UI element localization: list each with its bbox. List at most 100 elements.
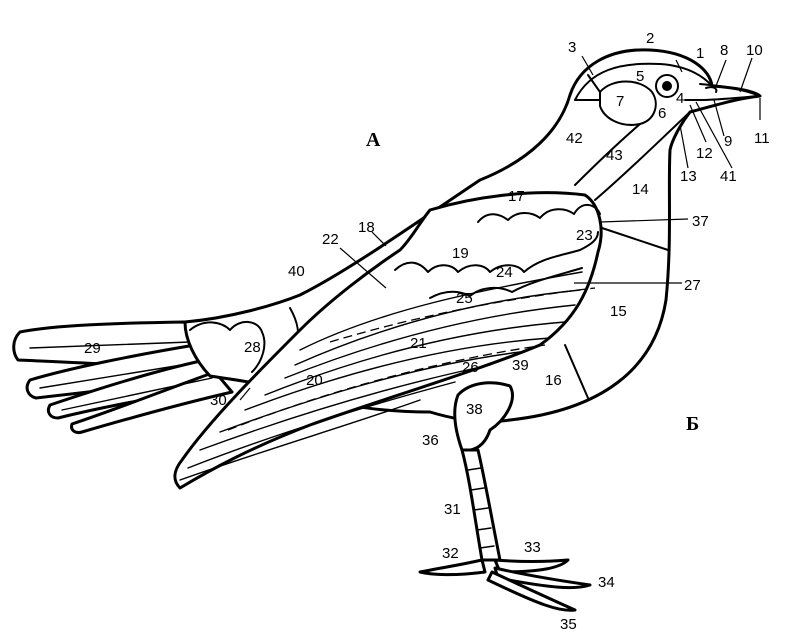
label-18: 18 [358, 219, 375, 236]
scute [467, 467, 482, 471]
label-42: 42 [566, 130, 583, 147]
occiput-line [587, 74, 601, 93]
remex [179, 399, 421, 481]
panel-label-a: А [366, 129, 381, 151]
label-8: 8 [720, 42, 728, 59]
part-number-labels: 1 2 3 4 5 6 7 8 9 10 11 12 13 14 15 16 1… [84, 30, 770, 633]
label-14: 14 [632, 181, 649, 198]
leader-line [339, 247, 387, 289]
leader-line [679, 124, 689, 169]
label-27: 27 [684, 277, 701, 294]
hind-toe [418, 558, 487, 577]
label-5: 5 [636, 68, 644, 85]
feather-shaft-dashed [329, 287, 596, 343]
scute [479, 545, 495, 549]
eye-pupil [662, 81, 672, 91]
label-10: 10 [746, 42, 763, 59]
label-26: 26 [462, 359, 479, 376]
tail-shaft [39, 361, 201, 389]
nostril [705, 86, 718, 93]
leader-line [695, 101, 733, 169]
scute [473, 507, 489, 511]
remex [187, 381, 456, 469]
label-38: 38 [466, 401, 483, 418]
label-16: 16 [545, 372, 562, 389]
leader-line [239, 387, 251, 401]
wing-outline [173, 191, 603, 490]
cheek-patch [599, 80, 657, 126]
leader-line [713, 99, 725, 137]
head [574, 62, 761, 201]
belly-line [564, 344, 589, 399]
uppertail-coverts [189, 321, 266, 373]
tail-feather [70, 370, 234, 434]
front-toe [486, 570, 577, 612]
label-43: 43 [606, 147, 623, 164]
label-25: 25 [456, 290, 473, 307]
label-6: 6 [658, 105, 666, 122]
panel-label-b: Б [686, 413, 699, 435]
label-17: 17 [508, 188, 525, 205]
covert-scallops [394, 231, 599, 273]
scute [476, 527, 492, 531]
label-19: 19 [452, 245, 469, 262]
label-1: 1 [696, 45, 704, 62]
eye-ring [655, 74, 679, 98]
tail-shaft [61, 377, 213, 411]
label-12: 12 [696, 145, 713, 162]
scapular-scallops [477, 204, 601, 223]
feather-shaft-dashed [227, 344, 546, 431]
breast-line [601, 227, 669, 251]
leader-line [581, 55, 594, 76]
label-40: 40 [288, 263, 305, 280]
crown-line [574, 62, 713, 101]
label-4: 4 [676, 90, 684, 107]
label-32: 32 [442, 545, 459, 562]
label-23: 23 [576, 227, 593, 244]
label-15: 15 [610, 303, 627, 320]
label-21: 21 [410, 335, 427, 352]
front-toe [493, 566, 592, 590]
label-39: 39 [512, 357, 529, 374]
label-28: 28 [244, 339, 261, 356]
leader-line [715, 59, 727, 87]
throat-line [574, 123, 641, 186]
label-31: 31 [444, 501, 461, 518]
remex [284, 304, 576, 379]
thigh [453, 381, 514, 452]
leader-line [689, 104, 707, 143]
scute [470, 487, 485, 491]
label-35: 35 [560, 616, 577, 633]
label-33: 33 [524, 539, 541, 556]
remex [199, 364, 491, 451]
tarsus [460, 448, 502, 562]
label-3: 3 [568, 39, 576, 56]
tail-shaft [29, 341, 191, 349]
label-41: 41 [720, 168, 737, 185]
leader-line [739, 57, 753, 93]
label-34: 34 [598, 574, 615, 591]
front-toe [493, 558, 570, 574]
leg [460, 448, 502, 562]
label-2: 2 [646, 30, 654, 47]
label-30: 30 [210, 392, 227, 409]
beak-upper [699, 83, 761, 101]
remex [299, 271, 583, 351]
remex [244, 337, 551, 411]
label-22: 22 [322, 231, 339, 248]
label-24: 24 [496, 264, 513, 281]
feet [418, 558, 592, 612]
label-36: 36 [422, 432, 439, 449]
chin-line [594, 111, 691, 201]
label-7: 7 [616, 93, 624, 110]
leader-line [599, 218, 689, 223]
label-9: 9 [724, 133, 732, 150]
leader-line [371, 231, 387, 247]
tail [12, 320, 234, 434]
leader-line [675, 59, 683, 73]
label-11: 11 [754, 130, 770, 147]
leader-lines [239, 55, 761, 401]
remex [264, 321, 566, 396]
